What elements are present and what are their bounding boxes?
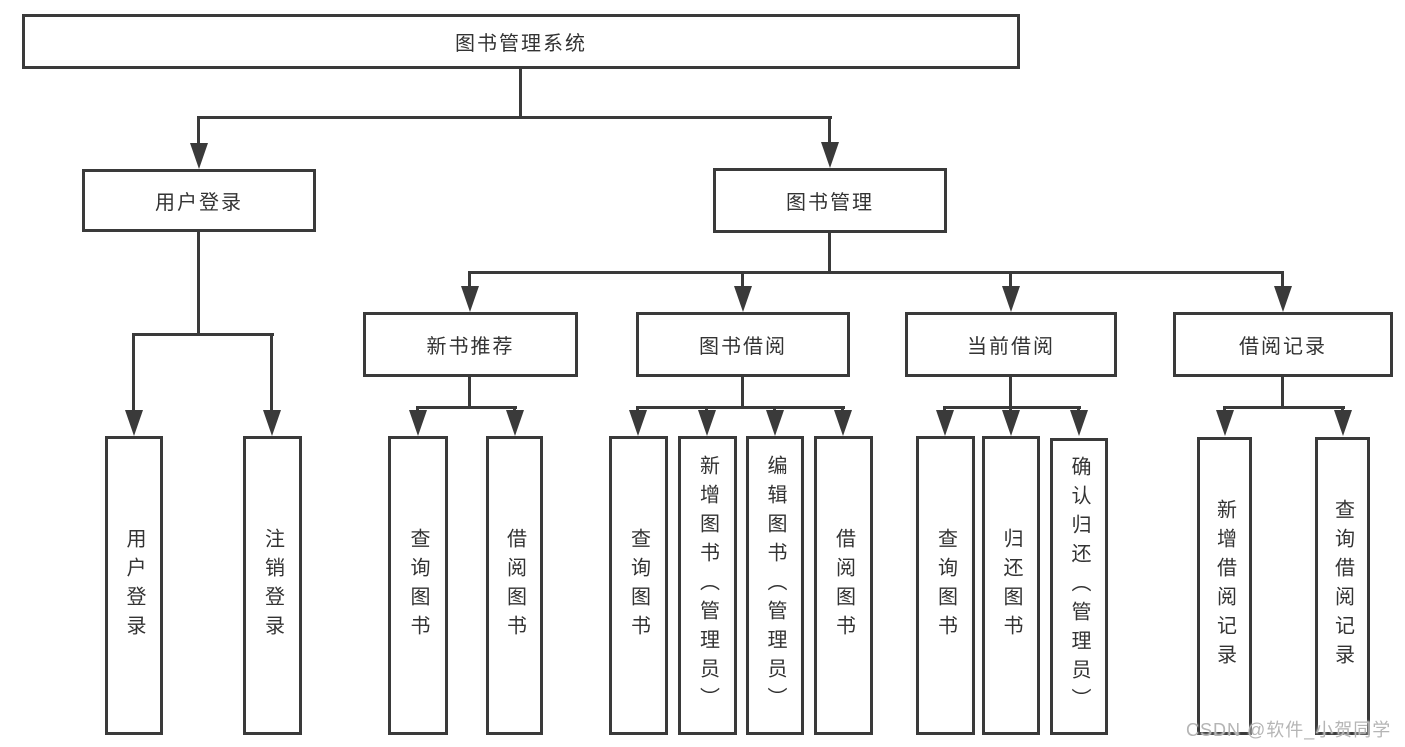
leaf-borrow-query-books-label: 查询图书: [627, 527, 650, 644]
connector-management-bar: [468, 271, 1284, 274]
leaf-newbook-query-books-label: 查询图书: [407, 527, 429, 644]
connector-drop-borrow-records: [1281, 271, 1284, 291]
connector-newbook-bar: [416, 406, 517, 409]
arrowhead-down-icon: [1274, 286, 1292, 312]
leaf-newbook-borrow-books: 借阅图书: [486, 436, 543, 735]
arrowhead-down-icon: [1070, 410, 1088, 436]
arrowhead-down-icon: [506, 410, 524, 436]
connector-drop-user-login-leaf: [132, 333, 135, 413]
node-book-management-label: 图书管理: [786, 192, 874, 214]
arrowhead-down-icon: [698, 410, 716, 436]
node-user-login-label: 用户登录: [155, 192, 243, 214]
arrowhead-down-icon: [936, 410, 954, 436]
arrowhead-down-icon: [125, 410, 143, 436]
connector-borrow-bar: [636, 406, 845, 409]
connector-drop-new-books: [468, 271, 471, 291]
leaf-borrow-add-book-admin-label: 新增图书（管理员）: [696, 455, 719, 716]
connector-drop-current-borrow: [1009, 271, 1012, 291]
arrowhead-down-icon: [734, 286, 752, 312]
leaf-current-confirm-return-admin-label: 确认归还（管理员）: [1068, 456, 1090, 717]
arrowhead-down-icon: [1334, 410, 1352, 436]
leaf-logout-label: 注销登录: [261, 527, 284, 644]
node-new-book-recommend-label: 新书推荐: [426, 336, 515, 358]
leaf-newbook-borrow-books-label: 借阅图书: [503, 527, 526, 644]
leaf-records-add-record: 新增借阅记录: [1197, 437, 1252, 735]
connector-current-bar: [943, 406, 1081, 409]
leaf-current-return-books: 归还图书: [982, 436, 1040, 735]
node-borrow-records: 借阅记录: [1173, 312, 1393, 377]
leaf-current-confirm-return-admin: 确认归还（管理员）: [1050, 438, 1108, 735]
leaf-borrow-borrow-books-label: 借阅图书: [832, 527, 855, 644]
leaf-current-query-books-label: 查询图书: [934, 527, 957, 644]
node-book-borrow-label: 图书借阅: [699, 336, 787, 358]
leaf-records-query-record-label: 查询借阅记录: [1331, 499, 1354, 673]
arrowhead-down-icon: [629, 410, 647, 436]
node-current-borrow: 当前借阅: [905, 312, 1117, 377]
connector-records-stem: [1281, 377, 1284, 409]
leaf-user-login-label: 用户登录: [123, 527, 145, 644]
arrowhead-down-icon: [1002, 410, 1020, 436]
node-root-library-system: 图书管理系统: [22, 14, 1020, 69]
connector-drop-book-borrow: [741, 271, 744, 291]
leaf-borrow-edit-book-admin-label: 编辑图书（管理员）: [764, 455, 786, 716]
leaf-newbook-query-books: 查询图书: [388, 436, 448, 735]
leaf-current-query-books: 查询图书: [916, 436, 975, 735]
connector-root-bar: [197, 116, 832, 119]
leaf-records-query-record: 查询借阅记录: [1315, 437, 1370, 735]
arrowhead-down-icon: [190, 143, 208, 169]
csdn-watermark: CSDN @软件_小贺同学: [1186, 720, 1392, 740]
node-borrow-records-label: 借阅记录: [1239, 336, 1327, 358]
connector-login-bar: [132, 333, 274, 336]
leaf-user-login: 用户登录: [105, 436, 163, 735]
connector-drop-logout-leaf: [270, 333, 273, 413]
connector-drop-login: [197, 116, 200, 148]
connector-login-stem: [197, 232, 200, 336]
arrowhead-down-icon: [1002, 286, 1020, 312]
leaf-borrow-borrow-books: 借阅图书: [814, 436, 873, 735]
node-user-login: 用户登录: [82, 169, 316, 232]
arrowhead-down-icon: [834, 410, 852, 436]
connector-drop-management: [828, 116, 831, 148]
connector-newbook-stem: [468, 377, 471, 409]
connector-current-stem: [1009, 377, 1012, 409]
arrowhead-down-icon: [1216, 410, 1234, 436]
arrowhead-down-icon: [461, 286, 479, 312]
node-book-management: 图书管理: [713, 168, 947, 233]
connector-borrow-stem: [741, 377, 744, 409]
connector-management-stem: [828, 233, 831, 274]
arrowhead-down-icon: [409, 410, 427, 436]
node-book-borrow: 图书借阅: [636, 312, 850, 377]
leaf-borrow-edit-book-admin: 编辑图书（管理员）: [746, 436, 804, 735]
leaf-records-add-record-label: 新增借阅记录: [1213, 499, 1236, 673]
arrowhead-down-icon: [766, 410, 784, 436]
arrowhead-down-icon: [263, 410, 281, 436]
leaf-borrow-add-book-admin: 新增图书（管理员）: [678, 436, 737, 735]
arrowhead-down-icon: [821, 142, 839, 168]
leaf-current-return-books-label: 归还图书: [1000, 527, 1022, 644]
connector-records-bar: [1223, 406, 1345, 409]
leaf-borrow-query-books: 查询图书: [609, 436, 668, 735]
leaf-logout: 注销登录: [243, 436, 302, 735]
node-current-borrow-label: 当前借阅: [967, 336, 1055, 358]
node-root-label: 图书管理系统: [455, 33, 587, 55]
node-new-book-recommend: 新书推荐: [363, 312, 578, 377]
connector-root-stem: [519, 69, 522, 119]
